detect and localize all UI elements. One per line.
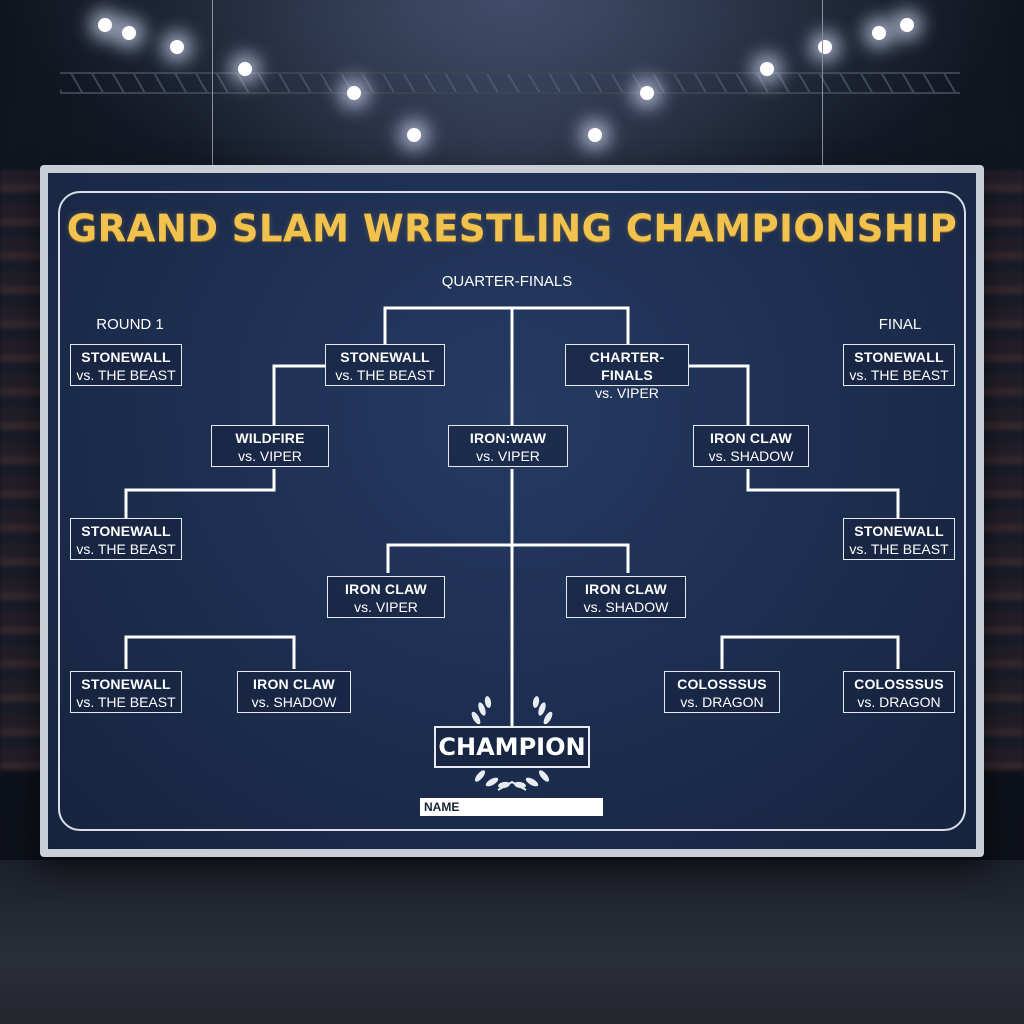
match-card-center-left: IRON CLAW vs. VIPER bbox=[327, 576, 445, 618]
stage-light bbox=[900, 18, 914, 32]
wrestler-1: STONEWALL bbox=[81, 523, 171, 539]
match-card-right-3: COLOSSSUS vs. DRAGON bbox=[664, 671, 780, 713]
stage-light bbox=[98, 18, 112, 32]
wrestler-1: STONEWALL bbox=[81, 676, 171, 692]
stage-light bbox=[170, 40, 184, 54]
wrestler-1: IRON:WAW bbox=[469, 430, 547, 446]
wrestler-1: STONEWALL bbox=[81, 349, 171, 365]
bracket-border bbox=[58, 191, 966, 831]
bracket-line bbox=[272, 364, 325, 425]
wrestler-1: STONEWALL bbox=[854, 349, 944, 365]
wrestler-2: vs. DRAGON bbox=[680, 694, 764, 710]
hanging-wire bbox=[212, 0, 213, 165]
wrestler-2: vs. THE BEAST bbox=[76, 541, 176, 557]
wrestler-1: COLOSSSUS bbox=[677, 676, 767, 692]
stage-light bbox=[588, 128, 602, 142]
stage-light bbox=[122, 26, 136, 40]
wrestler-2: vs. DRAGON bbox=[857, 694, 941, 710]
wrestler-1: IRON CLAW bbox=[345, 581, 427, 597]
match-card-center-right: IRON CLAW vs. SHADOW bbox=[566, 576, 686, 618]
stage-light bbox=[407, 128, 421, 142]
bracket-line bbox=[124, 469, 276, 518]
wrestler-2: vs. THE BEAST bbox=[335, 367, 435, 383]
bracket-line bbox=[124, 635, 296, 669]
match-card-right-2: STONEWALL vs. THE BEAST bbox=[843, 518, 955, 560]
match-card-right-mid-1: CHARTER-FINALS vs. VIPER bbox=[565, 344, 689, 401]
match-card-left-1: STONEWALL vs. THE BEAST bbox=[70, 344, 182, 386]
stage-light bbox=[238, 62, 252, 76]
match-card-right-4: COLOSSSUS vs. DRAGON bbox=[843, 671, 955, 713]
wrestler-2: vs. SHADOW bbox=[708, 448, 794, 464]
wrestler-1: IRON CLAW bbox=[585, 581, 667, 597]
stage-light bbox=[818, 40, 832, 54]
match-card-right-1: STONEWALL vs. THE BEAST bbox=[843, 344, 955, 386]
wrestler-2: vs. THE BEAST bbox=[76, 367, 176, 383]
wrestler-1: WILDFIRE bbox=[235, 430, 305, 446]
wrestler-2: vs. THE BEAST bbox=[76, 694, 176, 710]
round1-label: ROUND 1 bbox=[96, 316, 164, 333]
stage-light bbox=[347, 86, 361, 100]
hanging-wire bbox=[822, 0, 823, 165]
match-card-left-2: STONEWALL vs. THE BEAST bbox=[70, 518, 182, 560]
stage-light bbox=[760, 62, 774, 76]
match-card-left-mid-1: STONEWALL vs. THE BEAST bbox=[325, 344, 445, 386]
stage-light bbox=[640, 86, 654, 100]
wrestler-2: vs. VIPER bbox=[238, 448, 302, 464]
bracket-line bbox=[383, 306, 630, 345]
bracket-line bbox=[689, 364, 750, 425]
champion-name-field[interactable]: NAME bbox=[420, 798, 603, 816]
wrestler-1: STONEWALL bbox=[854, 523, 944, 539]
match-card-left-mid-2: WILDFIRE vs. VIPER bbox=[211, 425, 329, 467]
wrestler-2: vs. THE BEAST bbox=[849, 367, 949, 383]
wrestler-1: IRON CLAW bbox=[710, 430, 792, 446]
lighting-truss bbox=[60, 72, 960, 94]
final-label: FINAL bbox=[878, 316, 922, 333]
bracket-line bbox=[746, 469, 900, 518]
wrestler-1: CHARTER-FINALS bbox=[589, 349, 665, 383]
wrestler-1: COLOSSSUS bbox=[854, 676, 944, 692]
match-card-center-top: IRON:WAW vs. VIPER bbox=[448, 425, 568, 467]
bracket-line bbox=[720, 635, 900, 669]
wrestler-1: STONEWALL bbox=[340, 349, 430, 365]
champion-box: CHAMPION bbox=[434, 726, 590, 768]
stage-light bbox=[872, 26, 886, 40]
wrestler-1: IRON CLAW bbox=[253, 676, 335, 692]
match-card-left-4: IRON CLAW vs. SHADOW bbox=[237, 671, 351, 713]
page-title: GRAND SLAM WRESTLING CHAMPIONSHIP bbox=[66, 207, 958, 250]
wrestler-2: vs. VIPER bbox=[595, 385, 659, 401]
wrestler-2: vs. VIPER bbox=[476, 448, 540, 464]
wrestler-2: vs. THE BEAST bbox=[849, 541, 949, 557]
arena-floor bbox=[0, 860, 1024, 1024]
bracket-line bbox=[386, 543, 630, 573]
wrestler-2: vs. SHADOW bbox=[251, 694, 337, 710]
wrestler-2: vs. SHADOW bbox=[583, 599, 669, 615]
wrestler-2: vs. VIPER bbox=[354, 599, 418, 615]
quarter-finals-label: QUARTER-FINALS bbox=[441, 273, 573, 290]
match-card-left-3: STONEWALL vs. THE BEAST bbox=[70, 671, 182, 713]
match-card-right-mid-2: IRON CLAW vs. SHADOW bbox=[693, 425, 809, 467]
